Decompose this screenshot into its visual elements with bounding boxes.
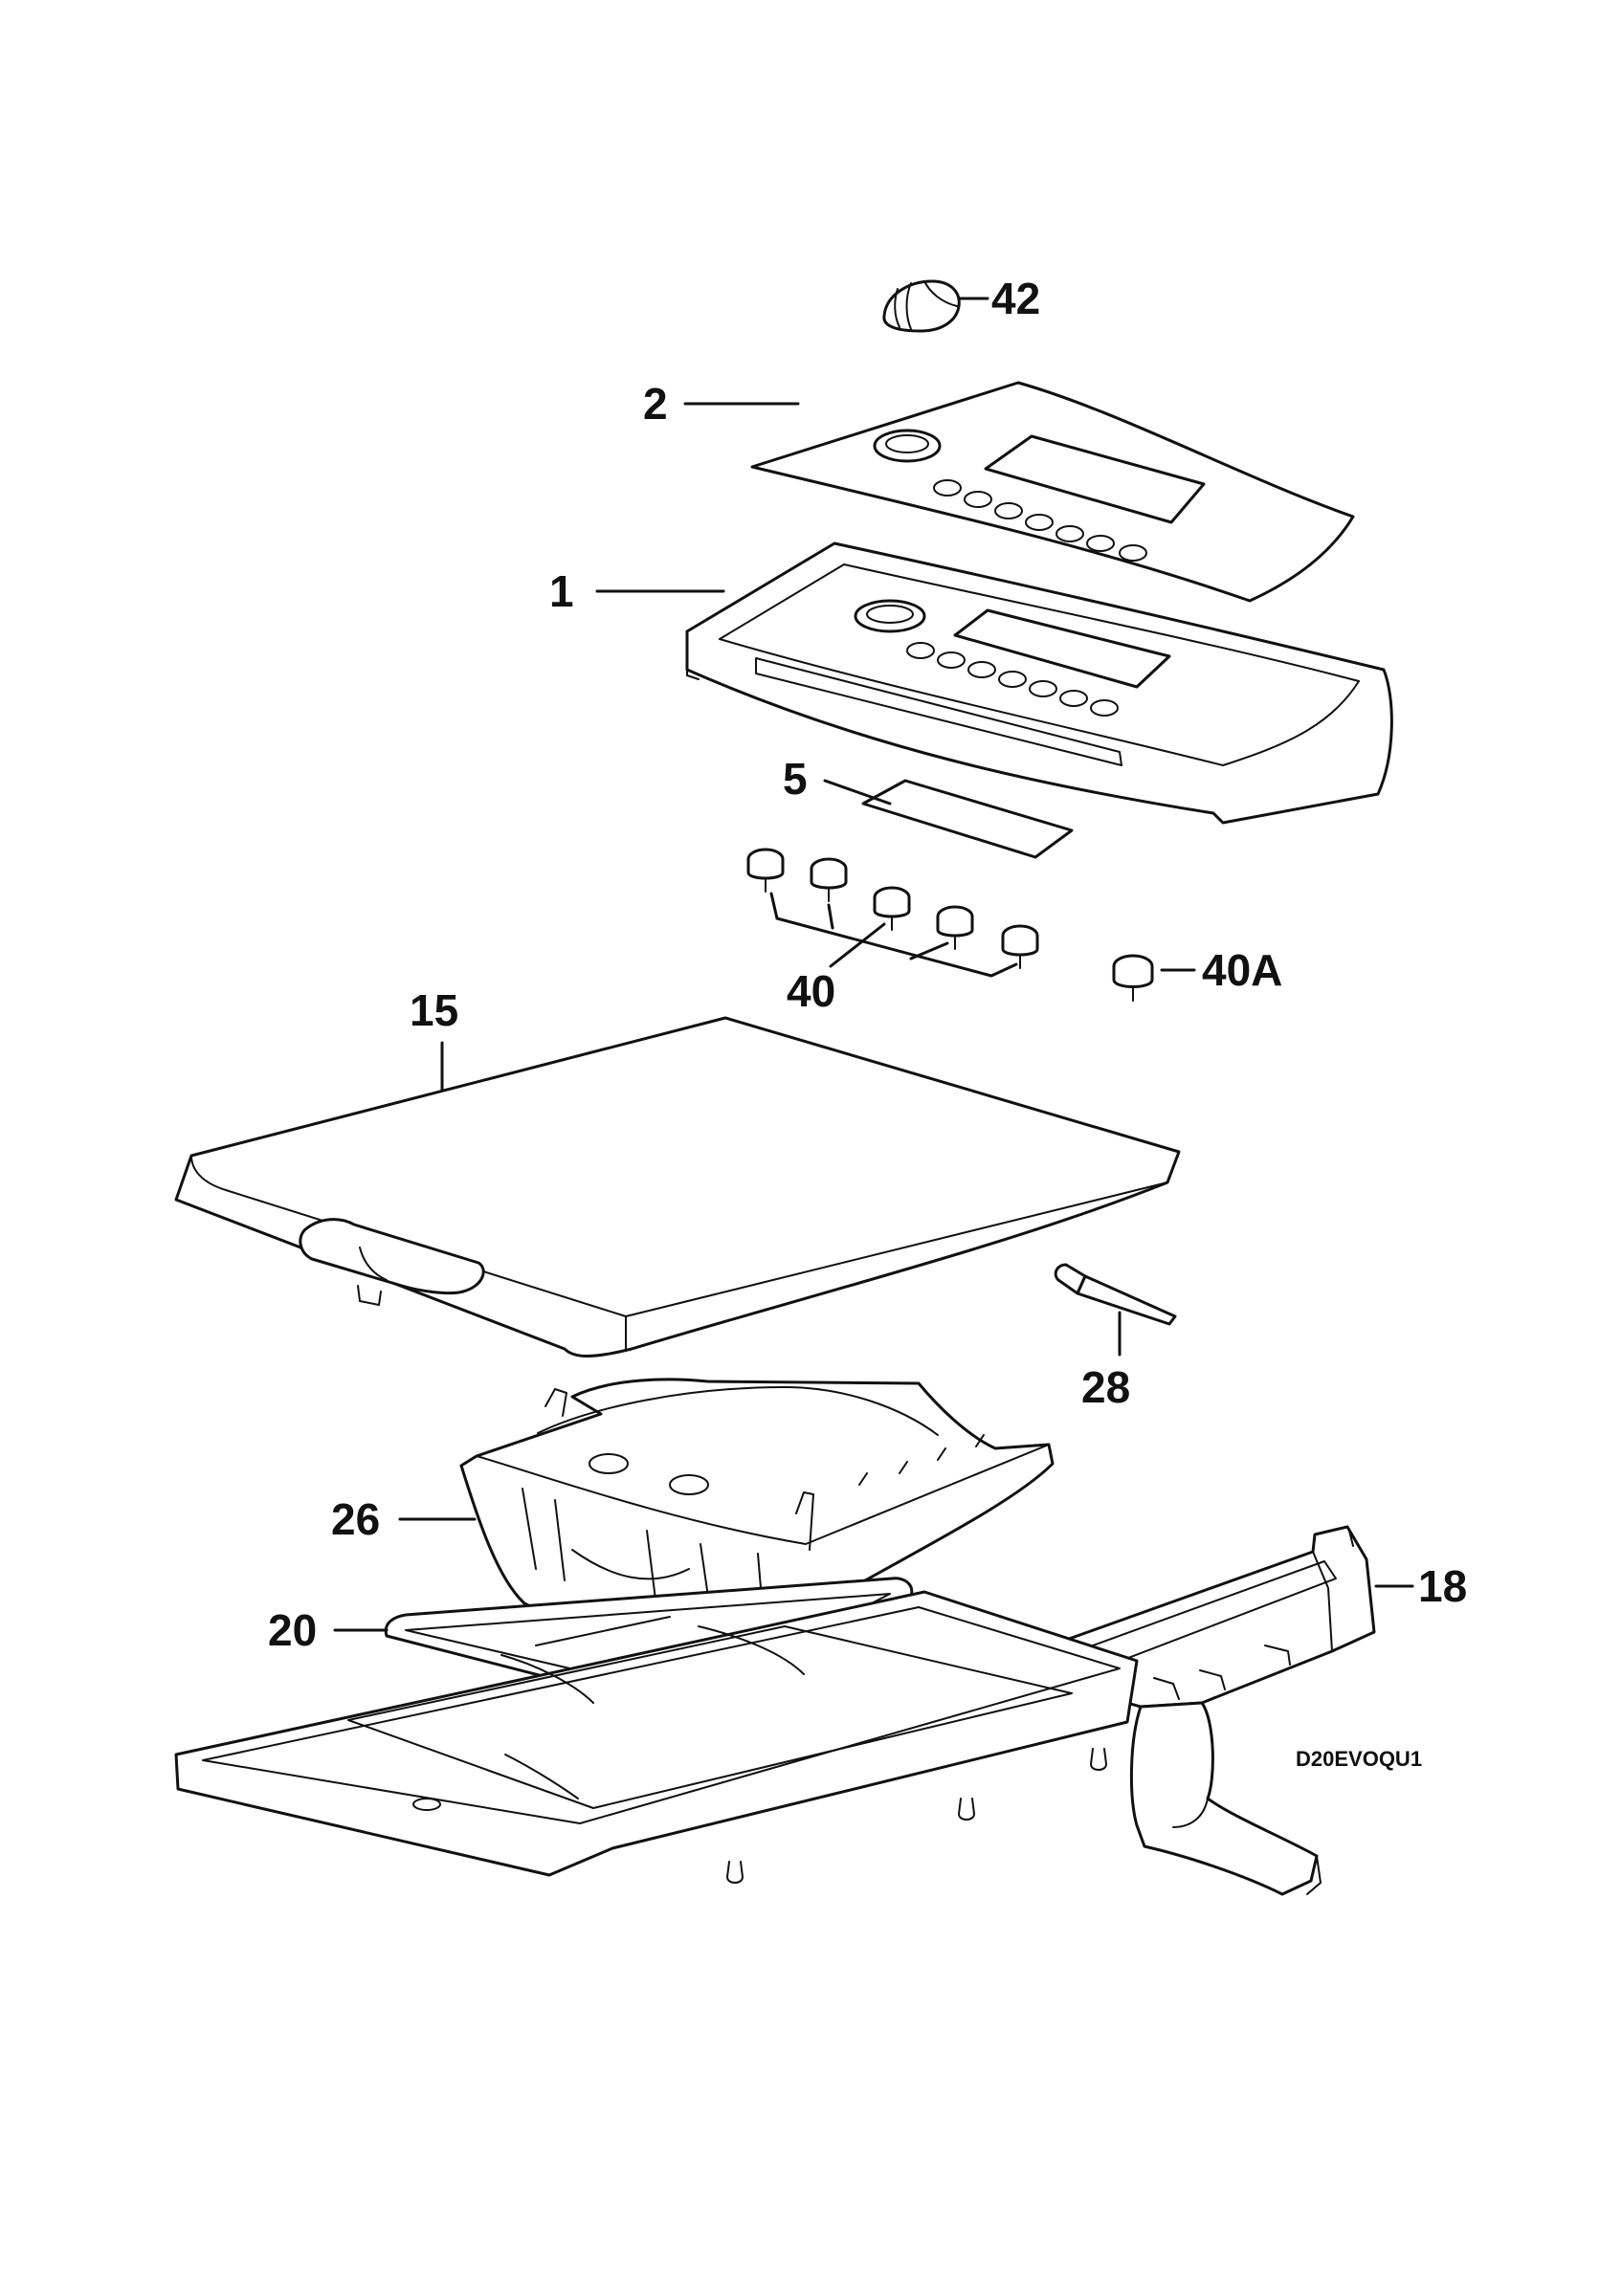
callout-15: 15 [410,985,458,1035]
callout-2: 2 [643,379,668,429]
housing-button-row [906,642,1119,717]
knob-part [882,279,989,333]
top-cover-part [174,1016,1181,1358]
push-button [936,905,974,950]
callout-40: 40 [787,966,835,1016]
hinge-pin-part [1054,1263,1177,1357]
callout-20: 20 [268,1605,317,1655]
push-button [746,848,785,893]
push-button [1001,924,1039,969]
control-panel-overlay-part [683,381,1355,603]
push-button [873,886,911,931]
push-buttons-part [746,848,1039,978]
overlay-button-row [933,479,1147,562]
push-button-40a-part [1112,954,1196,1002]
callout-5: 5 [783,754,808,804]
callout-18: 18 [1418,1561,1467,1611]
base-frame-part [174,1590,1322,1896]
callout-42: 42 [991,274,1040,323]
display-window-part [823,779,1074,859]
callout-26: 26 [331,1494,380,1544]
frame-clip [726,1748,1107,1884]
callout-40a: 40A [1202,945,1282,995]
callout-1: 1 [549,566,574,616]
drawing-code: D20EVOQU1 [1296,1747,1422,1771]
callout-28: 28 [1081,1362,1130,1412]
push-button [810,857,848,902]
control-panel-housing-part [595,541,1393,825]
